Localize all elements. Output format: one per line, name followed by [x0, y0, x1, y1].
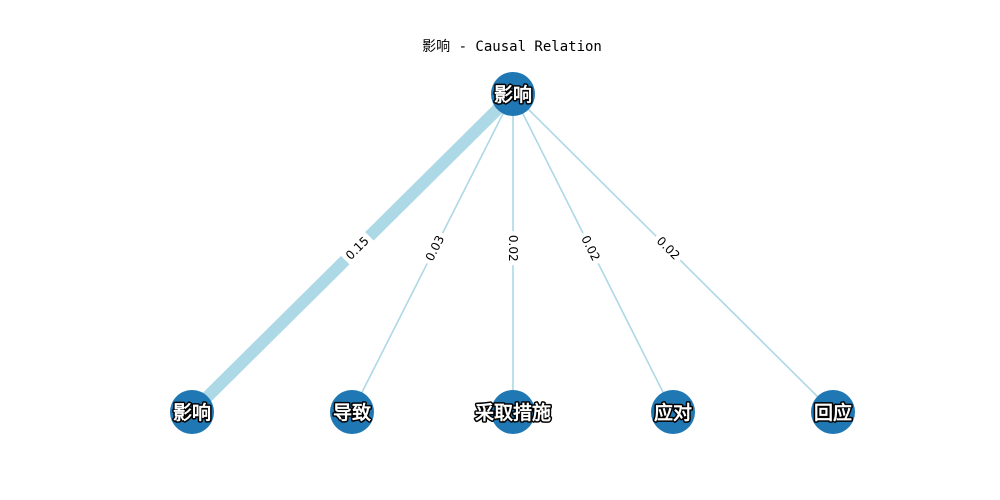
node-circle	[651, 390, 695, 434]
node-circle	[491, 390, 535, 434]
edge-label-t3: 0.02	[504, 231, 522, 266]
nodes-layer: 影响影响导致采取措施应对回应	[170, 72, 855, 434]
node-t5: 回应	[811, 390, 855, 434]
node-root: 影响	[491, 72, 535, 116]
edge-label-t4: 0.02	[574, 228, 607, 268]
node-label: 采取措施	[475, 401, 551, 424]
edge-label-bg	[504, 231, 522, 266]
edge-label-bg	[338, 229, 376, 267]
node-label: 应对	[654, 401, 692, 424]
edge-weight-label: 0.02	[506, 235, 520, 262]
node-circle	[170, 390, 214, 434]
node-circle	[811, 390, 855, 434]
edge-label-bg	[419, 228, 451, 268]
node-t4: 应对	[651, 390, 695, 434]
edge-label-t2: 0.03	[419, 228, 451, 268]
edge-label-bg	[574, 228, 607, 268]
node-circle	[491, 72, 535, 116]
node-label: 影响	[173, 401, 211, 424]
node-t3: 采取措施	[473, 390, 553, 434]
node-circle	[330, 390, 374, 434]
node-t1: 影响	[170, 390, 214, 434]
node-t2: 导致	[330, 390, 374, 434]
node-label: 回应	[814, 401, 852, 424]
node-label: 影响	[494, 83, 532, 106]
chart-title: 影响 - Causal Relation	[422, 39, 602, 55]
node-label: 导致	[333, 401, 372, 424]
edge-label-bg	[649, 229, 687, 267]
